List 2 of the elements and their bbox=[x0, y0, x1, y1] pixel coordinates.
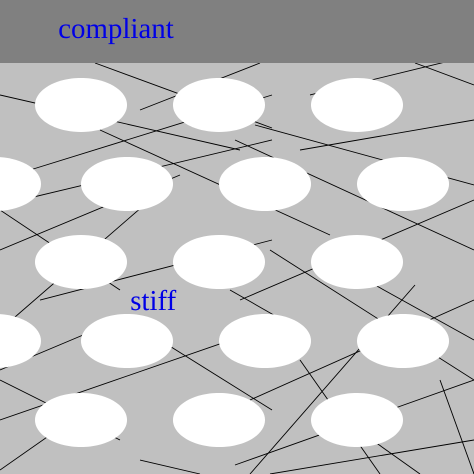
text-label: compliant bbox=[59, 18, 174, 44]
text-label: stiff bbox=[131, 290, 176, 310]
